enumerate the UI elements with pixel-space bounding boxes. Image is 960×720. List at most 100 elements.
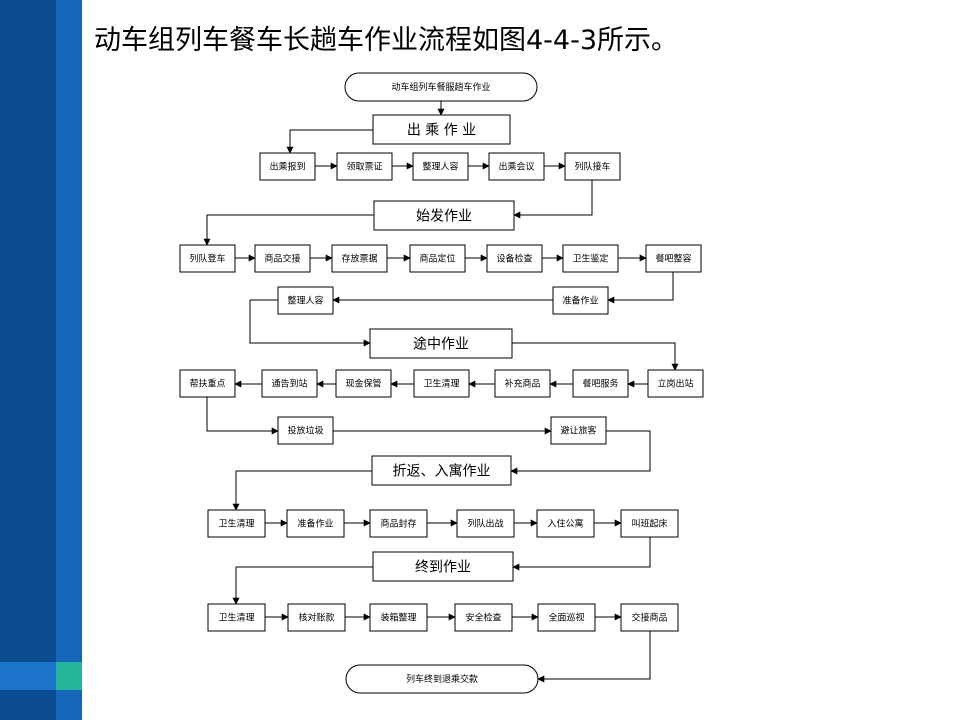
step-tuzhong_row1-5-label: 补充商品: [504, 378, 540, 390]
step-chucheng-5-label: 列队接车: [574, 161, 610, 173]
slide-title: 动车组列车餐车长趟车作业流程如图4-4-3所示。: [94, 25, 679, 56]
step-tuzhong_row1-3-label: 现金保管: [345, 378, 381, 390]
step-shifa_row2-1: 整理人容: [277, 286, 334, 315]
step-tuzhong_row1-6: 餐吧服务: [572, 369, 629, 398]
step-zhongdao-2: 核对账款: [287, 603, 346, 632]
step-zhefan-3: 商品封存: [369, 509, 428, 538]
step-shifa_row2-2-label: 准备作业: [562, 295, 598, 307]
step-zhefan-6: 叫班起床: [620, 509, 679, 538]
connector-arrow: [286, 129, 373, 154]
left-accent-teal: [56, 662, 82, 690]
connector-arrow: [510, 430, 651, 475]
step-shifa_row1-7-label: 餐吧整容: [655, 253, 691, 265]
step-zhefan-3-label: 商品封存: [380, 518, 416, 530]
connector-arrow: [232, 470, 372, 511]
connector-arrow: [512, 537, 651, 571]
connector-arrow: [513, 180, 593, 219]
step-shifa_row2-2: 准备作业: [552, 286, 609, 315]
step-tuzhong_row2-1: 投放垃圾: [277, 416, 334, 445]
stage-3: 途中作业: [369, 328, 513, 359]
step-shifa_row1-4-label: 商品定位: [419, 253, 455, 265]
step-tuzhong_row1-7: 立岗出站: [647, 369, 704, 398]
step-tuzhong_row1-1-label: 帮扶重点: [189, 378, 225, 390]
step-tuzhong_row1-2: 通告到站: [261, 369, 318, 398]
step-tuzhong_row1-4: 卫生清理: [413, 369, 470, 398]
step-zhongdao-1: 卫生清理: [207, 603, 266, 632]
step-zhefan-4-label: 列队出战: [467, 518, 503, 530]
step-zhefan-5: 入住公寓: [536, 509, 595, 538]
step-tuzhong_row1-5: 补充商品: [494, 369, 551, 398]
end-terminal-label: 列车终到退乘交款: [406, 673, 478, 685]
step-shifa_row1-5-label: 设备检查: [496, 253, 532, 265]
stage-5-label: 终到作业: [415, 560, 471, 576]
connector-arrow: [203, 214, 374, 246]
step-chucheng-5: 列队接车: [564, 152, 621, 181]
left-bar-light: [56, 0, 82, 720]
step-shifa_row1-3-label: 存放票据: [341, 253, 377, 265]
connector-arrow: [512, 342, 679, 371]
stage-5: 终到作业: [372, 551, 514, 582]
connector-arrow: [607, 272, 674, 304]
step-chucheng-3-label: 整理人容: [422, 161, 458, 173]
step-chucheng-1-label: 出乘报到: [269, 161, 305, 173]
step-chucheng-3: 整理人容: [412, 152, 469, 181]
stage-1: 出 乘 作 业: [372, 114, 511, 145]
step-tuzhong_row2-2-label: 避让旅客: [560, 425, 596, 437]
step-shifa_row1-7: 餐吧整容: [645, 244, 702, 273]
step-zhefan-6-label: 叫班起床: [631, 518, 667, 530]
step-shifa_row1-3: 存放票据: [331, 244, 388, 273]
step-shifa_row2-1-label: 整理人容: [287, 295, 323, 307]
step-zhongdao-1-label: 卫生清理: [218, 612, 254, 624]
step-tuzhong_row1-7-label: 立岗出站: [657, 378, 693, 390]
step-shifa_row1-1: 列队登车: [179, 244, 236, 273]
end-terminal: 列车终到退乘交款: [345, 664, 539, 694]
step-chucheng-2: 领取票证: [336, 152, 393, 181]
step-shifa_row1-2-label: 商品交接: [264, 253, 300, 265]
step-tuzhong_row2-2: 避让旅客: [550, 416, 607, 445]
step-zhongdao-5: 全面巡视: [537, 603, 596, 632]
step-tuzhong_row1-1: 帮扶重点: [179, 369, 236, 398]
step-zhongdao-2-label: 核对账款: [298, 612, 334, 624]
step-zhefan-1: 卫生清理: [207, 509, 266, 538]
stage-1-label: 出 乘 作 业: [407, 123, 476, 139]
stage-2: 始发作业: [373, 200, 515, 231]
step-shifa_row1-6: 卫生鉴定: [562, 244, 619, 273]
step-tuzhong_row1-3: 现金保管: [335, 369, 392, 398]
connector-arrow: [249, 300, 371, 347]
step-shifa_row1-5: 设备检查: [486, 244, 543, 273]
left-bar-dark: [0, 0, 56, 720]
step-tuzhong_row1-4-label: 卫生清理: [423, 378, 459, 390]
step-tuzhong_row2-1-label: 投放垃圾: [287, 425, 323, 437]
step-zhongdao-4: 安全检查: [454, 603, 513, 632]
step-shifa_row1-6-label: 卫生鉴定: [572, 253, 608, 265]
step-zhongdao-3: 装箱整理: [369, 603, 428, 632]
step-zhefan-4: 列队出战: [456, 509, 515, 538]
connector-arrow: [232, 566, 373, 605]
step-zhongdao-4-label: 安全检查: [465, 612, 501, 624]
step-tuzhong_row1-2-label: 通告到站: [271, 378, 307, 390]
step-chucheng-4: 出乘会议: [488, 152, 545, 181]
step-chucheng-4-label: 出乘会议: [498, 161, 534, 173]
step-zhongdao-5-label: 全面巡视: [548, 612, 584, 624]
left-accent-blue: [0, 662, 56, 690]
step-shifa_row1-2: 商品交接: [254, 244, 311, 273]
stage-4-label: 折返、入寓作业: [393, 463, 491, 480]
step-zhefan-2-label: 准备作业: [297, 518, 333, 530]
step-shifa_row1-4: 商品定位: [409, 244, 466, 273]
step-zhefan-5-label: 入住公寓: [547, 518, 583, 530]
stage-4: 折返、入寓作业: [371, 455, 512, 486]
step-zhongdao-6-label: 交接商品: [631, 612, 667, 624]
connector-arrow: [537, 631, 651, 683]
start-terminal: 动车组列车餐服趟车作业: [344, 72, 538, 102]
step-zhongdao-3-label: 装箱整理: [380, 612, 416, 624]
step-zhefan-1-label: 卫生清理: [218, 518, 254, 530]
stage-2-label: 始发作业: [416, 209, 472, 225]
flow-connectors: [203, 101, 679, 683]
step-chucheng-1: 出乘报到: [259, 152, 316, 181]
step-zhongdao-6: 交接商品: [620, 603, 679, 632]
connector-arrow: [206, 397, 279, 435]
step-shifa_row1-1-label: 列队登车: [189, 253, 225, 265]
stage-3-label: 途中作业: [413, 336, 469, 353]
